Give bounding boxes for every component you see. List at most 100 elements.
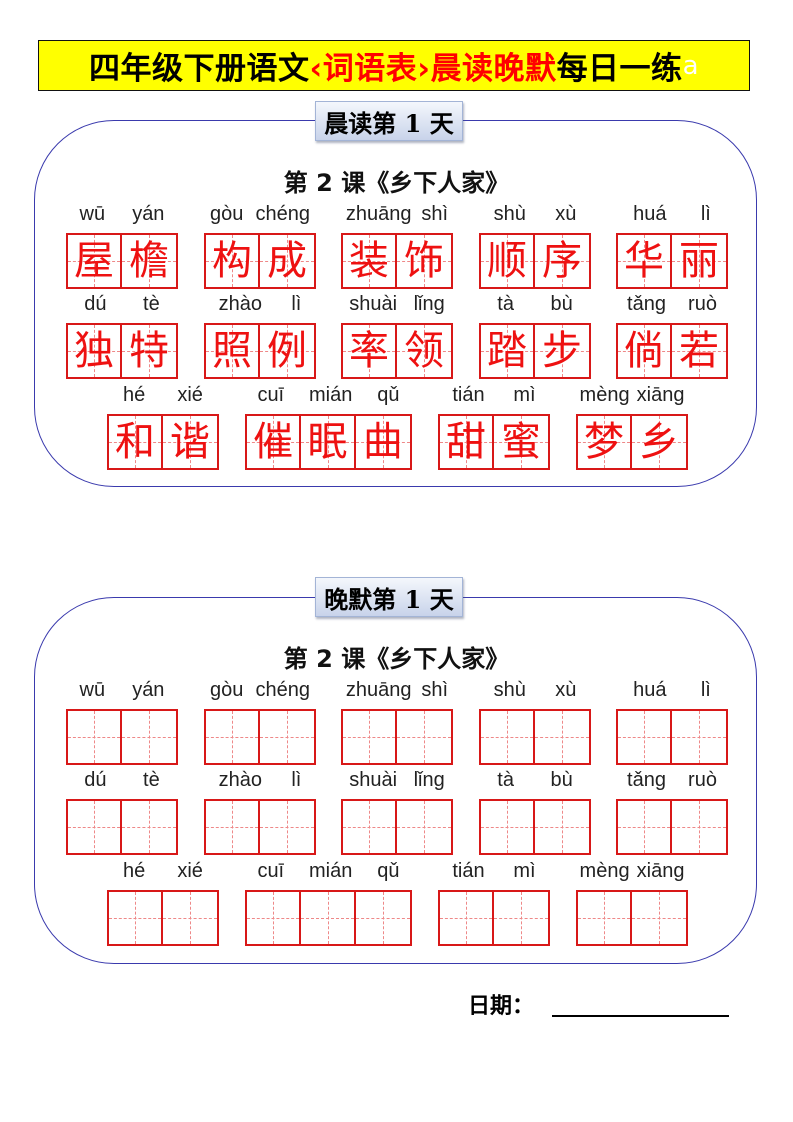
dictation-write-box[interactable] [107,890,219,946]
dictation-write-box[interactable] [479,799,591,855]
pinyin-syllable: wū [79,679,106,701]
tianzige-cell: 率 [343,325,398,377]
tianzige-cell: 独 [68,325,123,377]
tianzige-cell: 装 [343,235,398,287]
pinyin-syllable: xiāng [636,384,685,406]
pinyin-syllable: mián [309,860,353,882]
pinyin-syllable: tián [452,860,485,882]
date-input-line[interactable] [552,1015,729,1017]
dictation-write-box[interactable] [479,709,591,765]
tianzige-cell[interactable] [618,711,673,763]
dictation-write-box[interactable] [576,890,688,946]
pinyin-syllable: mèng [579,384,630,406]
pinyin-syllable: mèng [579,860,630,882]
pinyin-syllable: tián [452,384,485,406]
tianzige-cell[interactable] [68,801,123,853]
tianzige-cell[interactable] [672,711,726,763]
tianzige-cell: 催 [247,416,302,468]
hanzi-character: 特 [129,328,169,374]
tianzige-cell[interactable] [481,711,536,763]
tianzige-cell[interactable] [355,892,411,944]
word-practice-box: 催眠曲 [245,414,412,470]
tianzige-cell[interactable] [618,801,673,853]
hanzi-character: 甜 [446,419,486,465]
tianzige-cell[interactable] [247,892,302,944]
tianzige-cell[interactable] [109,892,164,944]
pinyin-syllable: zhào [218,293,263,315]
pinyin-syllable: hé [123,384,146,406]
tianzige-cell[interactable] [122,711,176,763]
pinyin-syllable: tǎng [627,293,666,315]
hanzi-character: 蜜 [501,419,541,465]
tianzige-cell: 步 [535,325,589,377]
hanzi-character: 谐 [170,419,210,465]
hanzi-character: 屋 [74,238,114,284]
pinyin-syllable: yán [132,203,165,225]
tianzige-cell[interactable] [397,711,451,763]
tianzige-cell[interactable] [206,711,261,763]
tianzige-cell[interactable] [481,801,536,853]
tianzige-cell[interactable] [494,892,548,944]
word-practice-box: 照例 [204,323,316,379]
tianzige-cell[interactable] [260,711,314,763]
tianzige-cell[interactable] [578,892,633,944]
pinyin-syllable: mì [513,384,536,406]
tianzige-cell[interactable] [343,711,398,763]
tianzige-cell[interactable] [163,892,217,944]
pinyin-syllable: tǎng [627,769,666,791]
tianzige-cell[interactable] [301,892,356,944]
tianzige-cell: 饰 [397,235,451,287]
hanzi-character: 例 [267,328,307,374]
hanzi-character: 饰 [404,238,444,284]
dictation-write-box[interactable] [245,890,412,946]
tianzige-cell[interactable] [206,801,261,853]
word-practice-box: 华丽 [616,233,728,289]
tianzige-cell[interactable] [535,801,589,853]
hanzi-character: 乡 [639,419,679,465]
dictation-write-box[interactable] [204,709,316,765]
dictation-section-label: 晚默第 1 天 [315,577,463,617]
word-practice-box: 梦乡 [576,414,688,470]
tianzige-cell: 倘 [618,325,673,377]
pinyin-syllable: gòu [210,679,244,701]
hanzi-character: 眠 [307,419,348,465]
tianzige-cell: 和 [109,416,164,468]
tianzige-cell[interactable] [68,711,123,763]
pinyin-label: mèng xiāng [576,384,688,407]
pinyin-label: gòu chéng [204,679,316,702]
pinyin-syllable: shù [493,679,526,701]
tianzige-cell[interactable] [343,801,398,853]
tianzige-cell[interactable] [632,892,686,944]
dictation-write-box[interactable] [616,799,728,855]
pinyin-syllable: chéng [255,679,310,701]
hanzi-character: 梦 [584,419,624,465]
tianzige-cell[interactable] [672,801,726,853]
dictation-write-box[interactable] [341,709,453,765]
pinyin-syllable: qǔ [377,384,400,406]
dictation-lesson-title: 第 2 课《乡下人家》 [283,645,510,673]
tianzige-cell[interactable] [122,801,176,853]
pinyin-syllable: dú [84,769,107,791]
dictation-write-box[interactable] [616,709,728,765]
dictation-write-box[interactable] [341,799,453,855]
tianzige-cell[interactable] [260,801,314,853]
tianzige-cell[interactable] [535,711,589,763]
tianzige-cell[interactable] [397,801,451,853]
pinyin-syllable: xié [177,860,203,882]
dictation-write-box[interactable] [204,799,316,855]
tianzige-cell[interactable] [440,892,495,944]
dictation-write-box[interactable] [66,709,178,765]
word-practice-box: 顺序 [479,233,591,289]
word-practice-box: 装饰 [341,233,453,289]
dictation-write-box[interactable] [66,799,178,855]
dictation-write-box[interactable] [438,890,550,946]
